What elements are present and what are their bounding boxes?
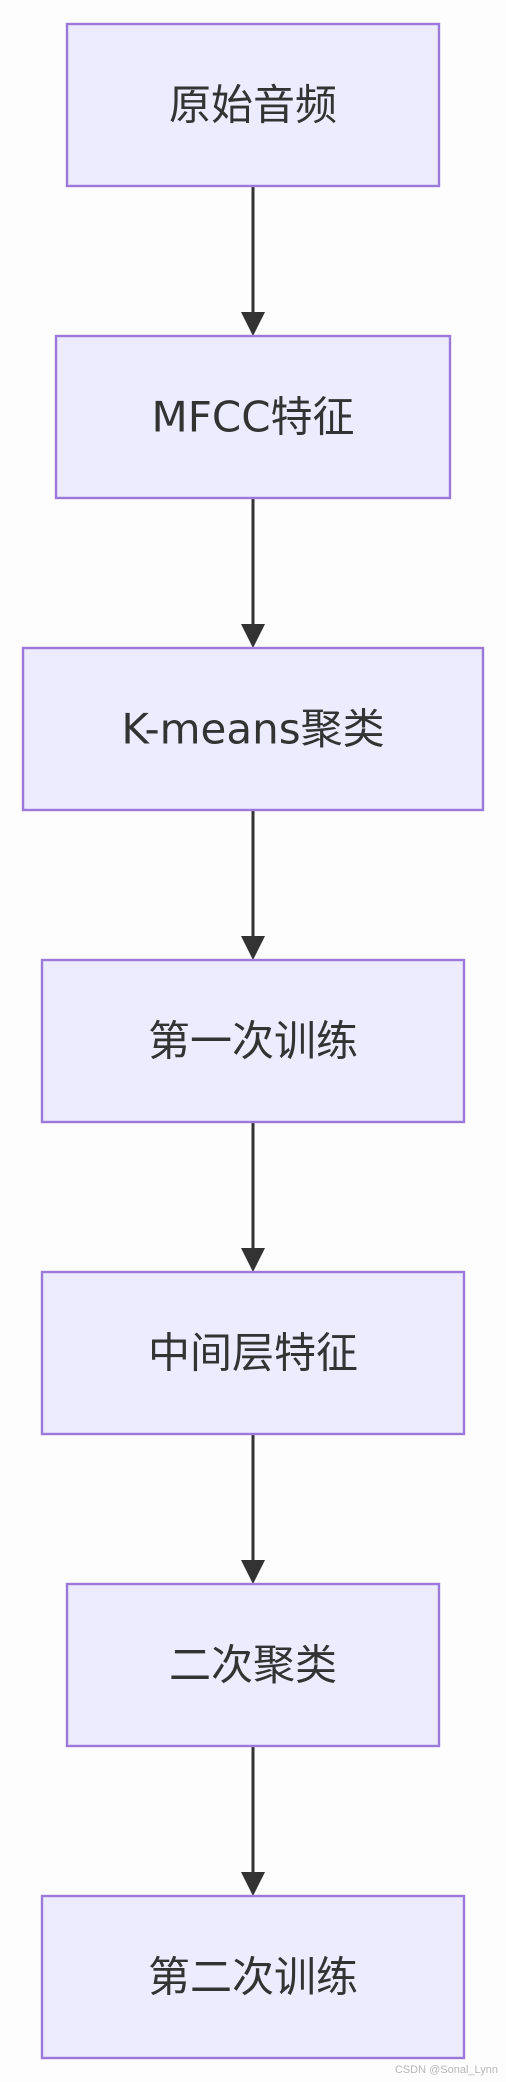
node-mfcc-features: MFCC特征 (54, 334, 452, 500)
edge-second-clustering-to-second-training (241, 1746, 265, 1896)
node-kmeans-clustering-label: K-means聚类 (121, 705, 384, 754)
node-raw-audio: 原始音频 (65, 22, 441, 188)
node-mfcc-features-label: MFCC特征 (151, 393, 354, 442)
edge-mfcc-features-to-kmeans-clustering (241, 498, 265, 648)
node-second-training-label: 第二次训练 (148, 1953, 358, 2002)
node-intermediate-features-label: 中间层特征 (148, 1329, 358, 1378)
edge-raw-audio-to-mfcc-features (241, 186, 265, 336)
watermark: CSDN @Sonal_Lynn (394, 2064, 498, 2076)
node-first-training: 第一次训练 (40, 958, 466, 1124)
node-second-clustering-label: 二次聚类 (169, 1641, 337, 1690)
edge-kmeans-clustering-to-first-training (241, 810, 265, 960)
node-second-clustering: 二次聚类 (65, 1582, 441, 1748)
edge-first-training-to-intermediate-features (241, 1122, 265, 1272)
node-kmeans-clustering: K-means聚类 (21, 646, 485, 812)
node-second-training: 第二次训练 (40, 1894, 466, 2060)
edge-intermediate-features-to-second-clustering (241, 1434, 265, 1584)
node-intermediate-features: 中间层特征 (40, 1270, 466, 1436)
node-first-training-label: 第一次训练 (148, 1017, 358, 1066)
node-raw-audio-label: 原始音频 (169, 81, 337, 130)
